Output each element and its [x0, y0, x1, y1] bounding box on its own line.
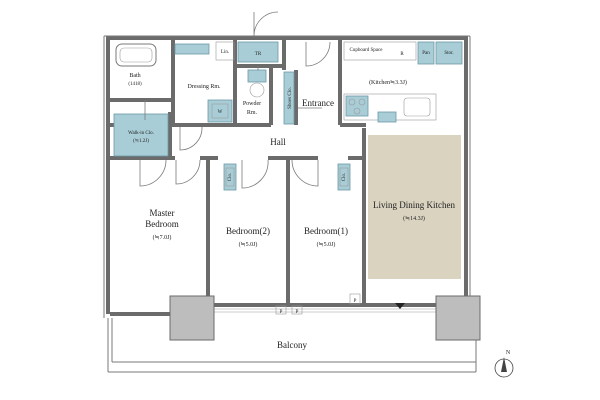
cupboard-space — [343, 41, 417, 61]
column-right — [435, 295, 481, 341]
column-left — [169, 295, 215, 341]
walkin-closet — [113, 113, 169, 157]
kitchen-label: (Kitchen≒3.3J) — [369, 79, 407, 86]
kitchen-island — [377, 111, 397, 123]
tr-label: TR — [255, 52, 262, 57]
linen-closet — [215, 41, 235, 61]
shoes-closet — [283, 71, 295, 125]
fridge-label: R — [400, 52, 404, 57]
powder-label: Powder — [243, 101, 261, 107]
walkin-label: Walk-in Clo. — [128, 131, 154, 136]
master-label-2: Bedroom — [145, 219, 179, 229]
bedroom1-size: (≒5.0J) — [317, 241, 336, 248]
bedroom2-size: (≒5.0J) — [239, 241, 258, 248]
entrance-label: Entrance — [302, 98, 334, 108]
master-size: (≒7.0J) — [153, 234, 172, 241]
linen-label: Lin. — [221, 50, 229, 55]
master-label: Master — [150, 208, 175, 218]
bedroom1-closet — [337, 163, 351, 191]
pantry — [417, 41, 435, 65]
balcony-outline — [107, 300, 477, 373]
storage-label: Stor. — [444, 51, 453, 56]
bathtub — [115, 43, 157, 67]
bedroom2-closet — [223, 163, 237, 191]
interior-doors — [139, 66, 322, 189]
vanity-counter — [174, 43, 210, 55]
ldk-label: Living Dining Kitchen — [373, 200, 455, 210]
pipe-shaft-1: P — [280, 310, 283, 315]
bath-label: Bath — [129, 73, 140, 79]
balcony-label: Balcony — [277, 340, 307, 350]
bedroom2-label: Bedroom(2) — [226, 226, 270, 236]
washer-label: W — [218, 110, 223, 115]
pantry-label: Pan — [422, 51, 430, 56]
clo1-label: Clo. — [342, 173, 347, 181]
powder-label-2: Rm. — [247, 110, 258, 116]
bath-size: (1418) — [128, 82, 142, 87]
clo2-label: Clo. — [228, 173, 233, 181]
compass-label: N — [506, 350, 511, 356]
hall-label: Hall — [270, 137, 286, 147]
toilet-fixture — [247, 69, 267, 83]
exterior-walls — [103, 35, 471, 318]
bedroom1-label: Bedroom(1) — [304, 226, 348, 236]
washer — [207, 99, 233, 123]
kitchen-sink — [403, 97, 431, 117]
entry-marker-icon — [395, 303, 405, 309]
walkin-size: (≒1.2J) — [133, 138, 149, 144]
storage — [435, 41, 463, 65]
pipe-shaft-2: P — [296, 310, 299, 315]
shoes-label: Shoes Clo. — [288, 87, 293, 109]
pipe-shaft-3: P — [354, 299, 357, 304]
dressing-label: Dressing Rm. — [188, 84, 222, 90]
cooktop — [345, 95, 369, 117]
compass-icon: N — [494, 350, 514, 378]
cupboard-label: Cupboard Space — [350, 48, 384, 53]
living-dining-floor — [368, 135, 461, 279]
toilet-room — [237, 41, 279, 63]
ldk-size: (≒14.3J) — [403, 215, 425, 222]
